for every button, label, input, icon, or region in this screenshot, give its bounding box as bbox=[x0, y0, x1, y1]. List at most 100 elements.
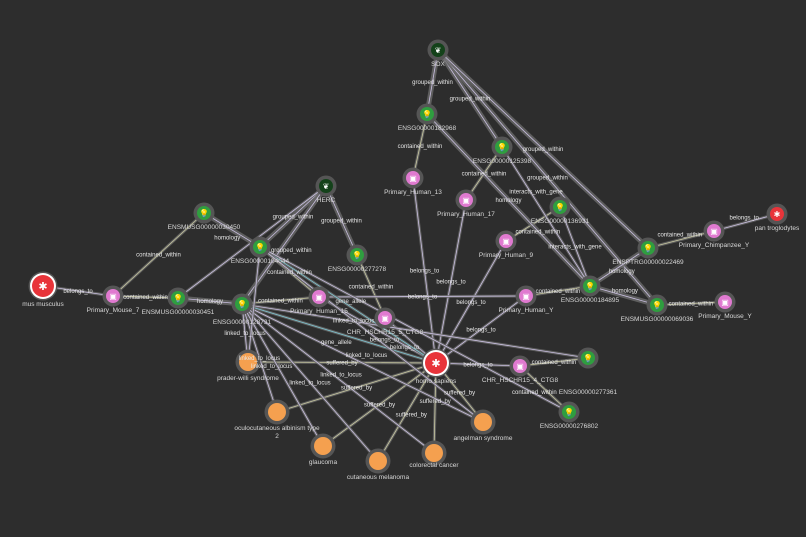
edge-line bbox=[426, 113, 591, 287]
edge-label: grouped_within bbox=[412, 80, 453, 86]
edge-linked_to_locus[interactable] bbox=[241, 302, 484, 424]
edge-label: contained_within bbox=[349, 285, 394, 291]
node-gene[interactable]: 💡ENSG00000277361 bbox=[559, 347, 618, 397]
edge-label: homology bbox=[612, 289, 638, 295]
node-gene[interactable]: 💡ENSG00000104044 bbox=[231, 236, 290, 266]
edge-label: contained_within bbox=[136, 253, 181, 259]
edge-linked_to_locus[interactable] bbox=[240, 303, 325, 447]
node-chromosome[interactable]: ▣Primary_Human_13 bbox=[384, 167, 442, 197]
node-label: Primary_Chimpanzee_Y bbox=[679, 242, 750, 249]
edge-line bbox=[412, 113, 428, 179]
edge-homology[interactable] bbox=[589, 283, 658, 308]
node-disease[interactable]: colorectal cancer bbox=[409, 440, 459, 470]
node-gene[interactable]: 💡ENSG00000276802 bbox=[540, 401, 599, 431]
edge-homology[interactable] bbox=[177, 295, 243, 307]
edge-label: contained_within bbox=[123, 295, 168, 301]
node-species[interactable]: ✱homo sapiens bbox=[416, 348, 457, 386]
node-chromosome[interactable]: ▣Primary_Human_17 bbox=[437, 189, 495, 219]
node-species[interactable]: ✱pan troglodytes bbox=[755, 203, 800, 233]
node-gene[interactable]: 💡ENSG00000277278 bbox=[328, 244, 387, 274]
edge-line bbox=[519, 365, 570, 413]
edge-contained_within[interactable] bbox=[656, 300, 726, 307]
edge-suffered_by[interactable] bbox=[276, 361, 437, 414]
node-disease[interactable]: glaucoma bbox=[309, 433, 338, 467]
node-chromosome[interactable]: ▣Primary_Mouse_Y bbox=[698, 291, 752, 321]
node-gene[interactable]: 💡ENSG00000184895 bbox=[561, 275, 620, 305]
edge-grouped_within[interactable] bbox=[424, 49, 441, 115]
node-label: ENSG00000104044 bbox=[231, 258, 290, 265]
edge-grouped_within[interactable] bbox=[436, 48, 659, 307]
edge-line bbox=[656, 301, 726, 306]
node-disease[interactable]: angelman syndrome bbox=[454, 409, 513, 443]
node-circle bbox=[513, 359, 527, 373]
node-chromosome[interactable]: ▣CHR_HSCHR15_4_CTG8 bbox=[482, 355, 559, 385]
edge-suffered_by[interactable] bbox=[432, 362, 438, 454]
edge-gene_allele[interactable] bbox=[241, 302, 437, 365]
node-gene[interactable]: 💡ENSPTRG00000022469 bbox=[612, 237, 684, 267]
node-gene[interactable]: 💡ENSMUSG00000030450 bbox=[168, 202, 241, 232]
node-chromosome[interactable]: ▣Primary_Human_15 bbox=[290, 286, 348, 316]
edge-linked_to_locus[interactable] bbox=[240, 303, 380, 462]
edge-label: belongs_to bbox=[63, 289, 93, 295]
node-chromosome[interactable]: ▣Primary_Human_9 bbox=[479, 230, 534, 260]
edge-contained_within[interactable] bbox=[112, 294, 179, 300]
chromosome-icon: ▣ bbox=[109, 292, 117, 301]
node-label: ENSG00000184895 bbox=[561, 297, 620, 304]
node-species[interactable]: ✱mus musculus bbox=[22, 271, 65, 309]
edge-contained_within[interactable] bbox=[111, 211, 206, 298]
node-gene[interactable]: 💡ENSG00000128731 bbox=[213, 293, 272, 327]
node-gene[interactable]: 💡ENSG00000136931 bbox=[531, 196, 590, 226]
edge-contained_within[interactable] bbox=[411, 113, 429, 179]
edge-link[interactable] bbox=[259, 245, 570, 414]
edge-grouped_within[interactable] bbox=[436, 48, 650, 250]
node-chromosome[interactable]: ▣CHR_HSCHR15_5_CTG8 bbox=[347, 307, 424, 337]
edge-interacts_with_gene[interactable] bbox=[558, 206, 592, 287]
node-disease[interactable]: cutaneous melanoma bbox=[347, 448, 410, 482]
edge-homology[interactable] bbox=[202, 210, 262, 250]
node-circle bbox=[197, 206, 211, 220]
node-disease[interactable]: prader-willi syndrome bbox=[217, 349, 279, 383]
node-circle bbox=[268, 403, 286, 421]
edge-linked_to_locus[interactable] bbox=[259, 245, 484, 424]
edge-label: contained_within bbox=[512, 390, 557, 396]
edge-belongs_to[interactable] bbox=[713, 212, 778, 233]
node-gene[interactable]: 💡ENSG00000182968 bbox=[398, 103, 457, 133]
edge-contained_within[interactable] bbox=[525, 284, 591, 298]
edge-gene_allele[interactable] bbox=[259, 245, 437, 365]
edge-link[interactable] bbox=[246, 246, 262, 363]
node-gene_group[interactable]: ❦HERC bbox=[315, 175, 337, 205]
edge-suffered_by[interactable] bbox=[322, 361, 437, 448]
node-label: Primary_Mouse_Y bbox=[698, 313, 752, 320]
node-label: ENSG00000125398 bbox=[473, 158, 532, 165]
node-chromosome[interactable]: ▣Primary_Mouse_7 bbox=[87, 285, 140, 315]
node-chromosome[interactable]: ▣Primary_Chimpanzee_Y bbox=[679, 220, 750, 250]
node-label: ENSMUSG00000030451 bbox=[142, 309, 215, 316]
edge-label: linked_to_locus bbox=[289, 381, 330, 387]
edge-interacts_with_gene[interactable] bbox=[500, 146, 592, 287]
edge-suffered_by[interactable] bbox=[247, 360, 437, 365]
node-gene[interactable]: 💡ENSG00000125398 bbox=[473, 136, 532, 166]
node-chromosome[interactable]: ▣Primary_Human_Y bbox=[499, 285, 555, 315]
edge-grouped_within[interactable] bbox=[323, 184, 360, 257]
edge-contained_within[interactable] bbox=[518, 364, 571, 414]
node-gene[interactable]: 💡ENSMUSG00000069036 bbox=[621, 294, 694, 324]
edge-homology[interactable] bbox=[588, 245, 650, 289]
edge-line bbox=[525, 285, 591, 297]
edge-belongs_to[interactable] bbox=[435, 294, 527, 365]
bug-icon: ✱ bbox=[774, 210, 781, 219]
edge-linked_to_locus[interactable] bbox=[241, 302, 435, 455]
node-gene[interactable]: 💡ENSMUSG00000030451 bbox=[142, 287, 215, 317]
edge-homology[interactable] bbox=[425, 112, 592, 288]
node-label: ENSG00000276802 bbox=[540, 423, 599, 430]
edge-belongs_to[interactable] bbox=[434, 240, 508, 364]
node-circle bbox=[369, 452, 387, 470]
edge-contained_within[interactable] bbox=[519, 356, 589, 368]
edge-contained_within[interactable] bbox=[647, 229, 715, 250]
edge-contained_within[interactable] bbox=[355, 254, 387, 319]
node-gene_group[interactable]: ❦SOX bbox=[427, 39, 449, 69]
edge-line bbox=[589, 247, 649, 287]
edge-label: belongs_to bbox=[370, 338, 400, 344]
